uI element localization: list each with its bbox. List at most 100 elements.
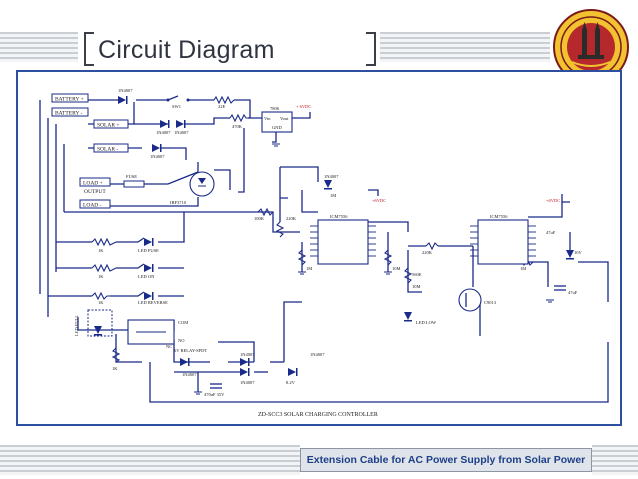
label-d9: 1N4007 (310, 352, 325, 357)
label-470uf: 470uF 35V (204, 392, 225, 397)
label-220k-1: 220K (286, 216, 297, 221)
footer-stripes-right (592, 445, 638, 475)
resistor-10m (383, 249, 393, 266)
resistor-1m (297, 249, 307, 266)
footer-stripes-left (0, 445, 300, 475)
label-no: NO (178, 338, 185, 343)
resistor-1k-3 (91, 291, 110, 301)
label-ic2: ICM7556 (490, 214, 508, 219)
led-low (404, 312, 412, 320)
terminal-battery-minus: BATTERY - (55, 111, 83, 117)
label-led-reverse: LED REVERSE (138, 300, 168, 305)
label-1k-2: 1K (98, 274, 104, 279)
diode-d3 (176, 120, 184, 128)
label-47uf-2: 47uF (546, 230, 556, 235)
label-6vdc-1: + 6VDC (296, 104, 311, 109)
label-10m-2: 10M (412, 284, 421, 289)
resistor-220k (275, 221, 285, 238)
label-mosfet: IRF3710 (170, 200, 187, 205)
led-full (94, 326, 102, 334)
label-47uf: 47uF (568, 290, 578, 295)
resistor-22e (213, 95, 235, 105)
label-output: OUTPUT (84, 189, 106, 195)
terminal-solar-plus: SOLAR + (97, 123, 120, 129)
switch-sw1-contact-a (166, 98, 170, 102)
label-d5: 1N4007 (324, 174, 339, 179)
terminal-load-minus: LOAD - (83, 203, 102, 209)
terminal-load-plus: LOAD + (83, 181, 103, 187)
diode-d4 (152, 144, 160, 152)
transistor-c9013 (458, 288, 482, 312)
voltage-regulator (261, 111, 293, 133)
header-stripes-right (380, 32, 550, 62)
label-transistor: C9013 (484, 300, 497, 305)
label-d4: 1N4007 (150, 154, 165, 159)
zener-diode-10v (566, 250, 574, 258)
label-com: COM (178, 320, 188, 325)
label-1m: 1M (330, 193, 336, 198)
resistor-1k-2 (91, 263, 117, 273)
label-zener-10v: 10V (574, 250, 583, 255)
label-1m-3: 1M (520, 266, 526, 271)
diode-d7 (240, 358, 248, 366)
label-ic1: ICM7556 (330, 214, 348, 219)
label-sw1: SW1 (172, 104, 181, 109)
label-d3: 1N4007 (174, 130, 189, 135)
university-crest-logo (553, 9, 629, 85)
circuit-schematic: BATTERY + BATTERY - SOLAR + SOLAR - LOAD… (39, 88, 609, 418)
slide-caption: Extension Cable for AC Power Supply from… (300, 448, 592, 472)
resistor-1k-4 (111, 347, 121, 363)
slide-title: Circuit Diagram (98, 36, 275, 64)
led-fuse (144, 238, 152, 246)
label-d6: 1N4007 (182, 372, 197, 377)
regulator-gnd: GND (272, 125, 282, 130)
label-zener: 8.2V (286, 380, 296, 385)
label-1k-4: 1K (112, 366, 118, 371)
title-bracket-right (366, 32, 376, 66)
header-stripes-left (0, 32, 78, 62)
label-1m-2: 1M (306, 266, 312, 271)
zener-diode (288, 368, 296, 376)
regulator-vout: Vout (280, 116, 289, 121)
led-on (144, 264, 152, 272)
label-6vdc-3: +6VDC (546, 198, 560, 203)
diode-d6 (180, 358, 188, 366)
fuse (123, 180, 145, 188)
terminal-solar-minus: SOLAR - (97, 147, 118, 153)
label-560e: 560E (412, 272, 422, 277)
label-10m: 10M (392, 266, 401, 271)
led-full-module (87, 309, 113, 337)
label-nc: NC (166, 344, 172, 349)
label-470k: 470K (232, 124, 243, 129)
resistor-1k-1 (91, 237, 117, 247)
ic2-icm7556 (477, 219, 529, 265)
label-22e: 22E (218, 104, 226, 109)
label-led-low: LED LOW (416, 320, 437, 325)
label-fuse: FUSE (126, 174, 137, 179)
led-reverse (144, 292, 152, 300)
label-d2: 1N4007 (156, 130, 171, 135)
resistor-560e (403, 267, 413, 284)
ic1-icm7556 (317, 219, 369, 265)
switch-sw1-contact-b (186, 98, 190, 102)
resistor-470k (229, 113, 248, 123)
diode-d8 (240, 368, 248, 376)
terminal-battery-plus: BATTERY + (55, 97, 84, 103)
label-d8: 1N4007 (240, 380, 255, 385)
label-1k-1: 1K (98, 248, 104, 253)
label-6vdc-2: +6VDC (372, 198, 386, 203)
label-100k: 100K (254, 216, 265, 221)
resistor-220k-2 (425, 242, 439, 251)
regulator-vin: Vin (264, 116, 271, 121)
title-bracket-left (84, 32, 94, 66)
diode-d1 (118, 96, 126, 104)
regulator-label: 7806 (270, 106, 280, 111)
label-1k-3: 1K (98, 300, 104, 305)
label-led-fuse: LED FUSE (138, 248, 159, 253)
circuit-diagram-frame: BATTERY + BATTERY - SOLAR + SOLAR - LOAD… (16, 70, 622, 426)
label-220k-2: 220K (422, 250, 433, 255)
label-relay: 6V RELAY-SPDT (174, 348, 207, 353)
diode-d5 (324, 180, 332, 188)
diode-d2 (160, 120, 168, 128)
resistor-100k (257, 207, 274, 217)
